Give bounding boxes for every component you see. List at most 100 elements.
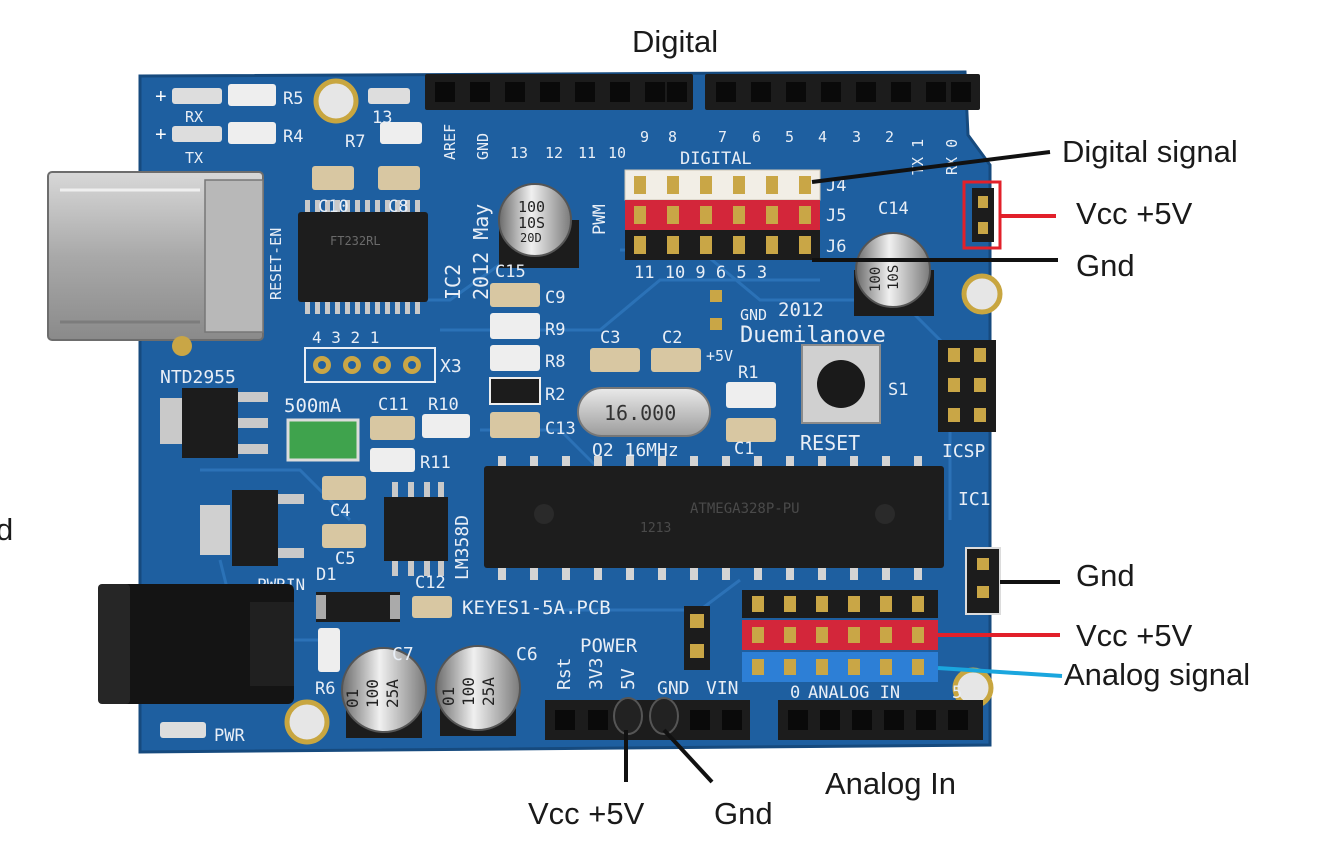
svg-text:100: 100 [868, 267, 884, 292]
hdr-11: 11 [578, 144, 596, 162]
silk-r4: R4 [283, 127, 303, 147]
silk-plus5v: +5V [706, 347, 733, 365]
silk-c11: C11 [378, 395, 409, 415]
svg-text:20D: 20D [520, 231, 542, 245]
line-digital-signal [811, 150, 1051, 184]
silk-c15: C15 [495, 262, 526, 282]
silk-j5: J5 [826, 206, 846, 226]
silk-c13: C13 [545, 419, 576, 439]
silk-x3: X3 [440, 356, 462, 377]
silk-rx: RX [185, 108, 203, 126]
hdr-aref: AREF [441, 124, 459, 160]
bottom-left-parts: R6 PWR [160, 628, 340, 746]
silk-reset-en: RESET-EN [267, 228, 285, 300]
silk-analog-in: ANALOG IN [808, 683, 900, 703]
usb-chip: FT232RL [298, 200, 428, 314]
svg-text:100: 100 [518, 198, 545, 216]
usb-chip-label: FT232RL [330, 234, 381, 248]
crystal-oscillator: 16.000 [577, 387, 711, 437]
line-analog-signal [937, 666, 1063, 678]
silk-ic1: IC1 [958, 489, 991, 510]
mount-hole-top [313, 78, 359, 124]
power-jumper: POWER [580, 606, 710, 670]
hdr-2: 2 [885, 128, 894, 146]
silk-3v3: 3V3 [586, 657, 607, 690]
svg-text:01: 01 [439, 687, 458, 706]
silk-digital: DIGITAL [680, 149, 752, 169]
silk-keyes: KEYES1-5A.PCB [462, 597, 611, 619]
silk-r5: R5 [283, 89, 303, 109]
x3-header: 4 3 2 1 X3 [304, 328, 462, 383]
small-caps-left: C4 C5 [322, 476, 366, 569]
analog-header: ANALOG IN 0 5 [778, 683, 983, 740]
silk-r8: R8 [545, 352, 565, 372]
hdr-13: 13 [510, 144, 528, 162]
smd-components-middle [489, 283, 776, 442]
silk-q2: Q2 16MHz [592, 440, 679, 461]
silk-c5: C5 [335, 549, 355, 569]
silk-year-may: 2012 May [469, 204, 493, 300]
silk-lm: LM358D [452, 515, 473, 580]
digital-header-labels: AREF GND 13 12 11 10 9 8 7 6 5 4 3 2 TX … [441, 124, 961, 175]
power-header-labels: Rst 3V3 5V GND VIN [554, 657, 739, 699]
hdr-8: 8 [668, 128, 677, 146]
electrolytic-cap-2: 100 10S [854, 232, 934, 316]
silk-c1: C1 [734, 439, 754, 459]
hdr-9: 9 [640, 128, 649, 146]
svg-text:+: + [155, 124, 167, 146]
callout-vcc-power: Vcc +5V [528, 796, 645, 831]
callout-left-cut: d [0, 512, 14, 547]
mount-hole-bottom-left [284, 699, 330, 745]
hdr-10: 10 [608, 144, 626, 162]
silk-vin: VIN [706, 678, 739, 699]
reset-button: S1 RESET [800, 344, 908, 455]
silk-c7: C7 [392, 644, 414, 665]
callout-vcc-digital: Vcc +5V [1076, 196, 1193, 231]
power-jack [98, 584, 294, 704]
callout-analog-signal: Analog signal [1064, 657, 1251, 692]
hdr-12: 12 [545, 144, 563, 162]
svg-text:100: 100 [363, 679, 382, 708]
usb-area-labels: C10 C8 RESET-EN IC2 2012 May [267, 197, 493, 300]
silk-a5: 5 [952, 683, 962, 703]
silk-c8: C8 [388, 197, 408, 217]
silk-icsp: ICSP [942, 441, 986, 462]
silk-s1: S1 [888, 380, 908, 400]
silk-c3: C3 [600, 328, 620, 348]
callout-gnd-power: Gnd [714, 796, 773, 831]
silk-pwr: PWR [214, 726, 245, 746]
electrolytic-cap-4: 100 25A 01 C6 [435, 644, 538, 736]
silk-a0: 0 [790, 683, 800, 703]
hdr-7: 7 [718, 128, 727, 146]
usb-area-smd [312, 166, 420, 190]
hdr-6: 6 [752, 128, 761, 146]
digital-header-left [425, 74, 693, 110]
hdr-gnd: GND [474, 133, 492, 160]
callout-gnd-digital: Gnd [1076, 248, 1135, 283]
silk-c6: C6 [516, 644, 538, 665]
silk-reset: RESET [800, 431, 860, 455]
svg-text:+: + [155, 86, 167, 108]
silk-r6: R6 [315, 679, 335, 699]
callout-lines [624, 150, 1063, 784]
voltage-regulator: NTD2955 [160, 336, 268, 458]
silk-gnd2012: GND [740, 306, 767, 324]
silk-r2: R2 [545, 385, 565, 405]
hdr-rx0: RX 0 [943, 139, 961, 175]
silk-power: POWER [580, 635, 638, 657]
digital-io-labels: DIGITAL PWM J4 J5 J6 C14 11 10 9 6 5 3 [590, 149, 909, 283]
silk-c9: C9 [545, 288, 565, 308]
callout-digital-signal: Digital signal [1062, 134, 1238, 169]
op-amp: LM358D [384, 482, 473, 580]
electrolytic-cap-3: 100 25A 01 C7 [341, 644, 427, 738]
mcu-code: 1213 [640, 521, 671, 536]
silk-j6: J6 [826, 237, 846, 257]
callout-vcc-analog: Vcc +5V [1076, 618, 1193, 653]
microcontroller: ATMEGA328P-PU 1213 [484, 456, 944, 580]
analog-gnd-header [965, 547, 1001, 615]
silk-tx: TX [185, 149, 203, 167]
silk-board-name: Duemilanove [740, 323, 886, 348]
silk-x3-pins: 4 3 2 1 [312, 328, 379, 347]
hdr-tx1: TX 1 [909, 139, 927, 175]
